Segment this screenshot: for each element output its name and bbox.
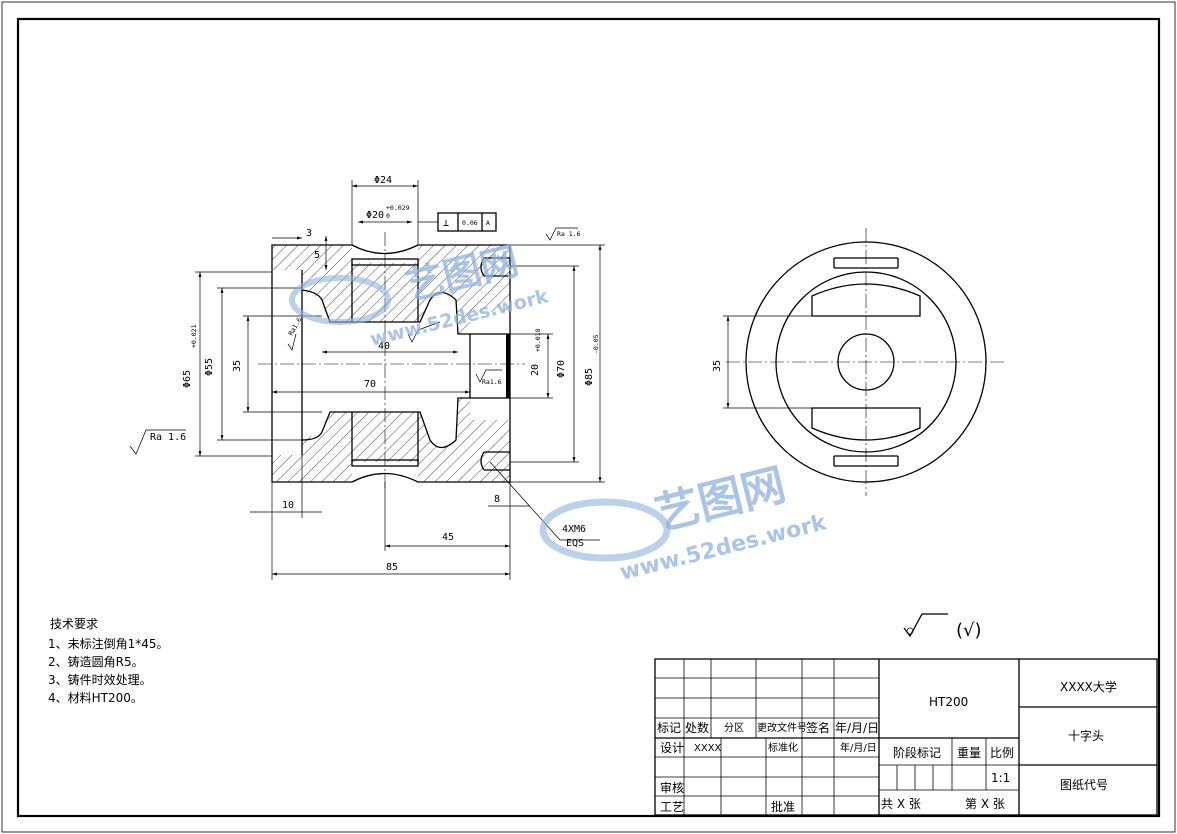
dim-70-len: 70 (364, 379, 376, 390)
svg-text:设计: 设计 (660, 741, 684, 755)
svg-text:1、未标注倒角1*45。: 1、未标注倒角1*45。 (48, 636, 169, 651)
dim-d70: Φ70 (556, 360, 567, 378)
tech-title: 技术要求 (50, 617, 98, 631)
svg-text:图纸代号: 图纸代号 (1060, 778, 1108, 792)
title-block: 标记 处数 分区 更改文件号 签名 年/月/日 设计 XXXX 标准化 年/月/… (654, 658, 1158, 816)
svg-text:2、铸造圆角R5。: 2、铸造圆角R5。 (48, 654, 144, 669)
svg-text:Ra1.6: Ra1.6 (482, 378, 502, 386)
svg-text:1:1: 1:1 (991, 771, 1010, 785)
svg-text:签名: 签名 (806, 720, 830, 735)
school-name: XXXX大学 (1060, 679, 1117, 694)
inner-border (16, 17, 1161, 818)
dim-d20: Φ20 (366, 210, 384, 221)
section-dimensions: Φ24 Φ20 +0.029 0 3 5 Φ65 +0.021 Φ55 35 4… (182, 175, 605, 580)
svg-text:标准化: 标准化 (768, 741, 798, 754)
svg-text:0: 0 (386, 212, 390, 220)
dim-d55: Φ55 (204, 358, 215, 376)
dim-d85: Φ85 (584, 368, 595, 386)
watermark-bottom: 艺图网 www.52des.work (539, 459, 830, 586)
svg-text:XXXX: XXXX (694, 743, 722, 754)
svg-text:4、材料HT200。: 4、材料HT200。 (48, 691, 143, 705)
svg-text:阶段标记: 阶段标记 (893, 745, 941, 760)
svg-text:+0.018: +0.018 (534, 328, 542, 352)
part-name: 十字头 (1068, 728, 1104, 743)
dim-d65: Φ65 (182, 370, 193, 388)
svg-text:处数: 处数 (685, 720, 709, 735)
svg-text:年/月/日: 年/月/日 (835, 721, 879, 735)
dim-3: 3 (306, 228, 312, 239)
svg-text:⊥: ⊥ (443, 218, 449, 229)
general-roughness: (√) (903, 613, 982, 641)
svg-text:标记: 标记 (657, 721, 681, 735)
svg-text:批准: 批准 (771, 799, 795, 814)
dim-d24: Φ24 (374, 175, 392, 186)
hatch-upper (272, 245, 510, 334)
dim-35-left: 35 (232, 360, 243, 372)
svg-text:0.06: 0.06 (462, 219, 478, 227)
svg-text:Ra1.6: Ra1.6 (287, 316, 304, 337)
dim-45: 45 (442, 532, 454, 543)
dim-8: 8 (494, 494, 500, 505)
pin-hole (351, 263, 419, 462)
dim-40: 40 (378, 341, 390, 352)
tech-requirements: 技术要求 1、未标注倒角1*45。 2、铸造圆角R5。 3、铸件时效处理。 4、… (48, 617, 169, 705)
section-view: Φ24 Φ20 +0.029 0 3 5 Φ65 +0.021 Φ55 35 4… (129, 175, 605, 580)
svg-text:+0.029: +0.029 (386, 204, 410, 212)
tolerance-frame: ⊥ 0.06 A (418, 212, 497, 232)
material-label: HT200 (929, 695, 968, 709)
end-view: 35 (712, 228, 1006, 496)
counterbore (470, 333, 510, 399)
svg-text:Ra 1.6: Ra 1.6 (557, 230, 581, 238)
svg-text:(√): (√) (956, 620, 982, 641)
svg-text:更改文件号: 更改文件号 (757, 721, 807, 734)
dim-10: 10 (282, 500, 294, 511)
svg-text:比例: 比例 (990, 746, 1014, 760)
svg-text:年/月/日: 年/月/日 (840, 741, 877, 754)
svg-text:A: A (486, 219, 490, 227)
svg-text:第 X 张: 第 X 张 (965, 797, 1005, 811)
svg-text:工艺: 工艺 (660, 800, 684, 814)
dim-35-right: 35 (712, 360, 723, 372)
svg-text:重量: 重量 (957, 746, 981, 760)
svg-text:共 X 张: 共 X 张 (881, 797, 921, 811)
ra-left: Ra 1.6 (150, 432, 186, 443)
dim-85-len: 85 (386, 562, 398, 573)
svg-text:-0.05: -0.05 (592, 334, 600, 354)
svg-text:审核: 审核 (660, 780, 684, 795)
dim-5: 5 (314, 250, 320, 261)
svg-text:EQS: EQS (566, 538, 584, 549)
svg-text:分区: 分区 (724, 722, 744, 734)
hatch-lower (272, 398, 510, 482)
svg-text:+0.021: +0.021 (190, 324, 198, 348)
dim-20-right: 20 (530, 364, 541, 376)
svg-text:3、铸件时效处理。: 3、铸件时效处理。 (48, 672, 152, 687)
thread-callout: 4XM6 (562, 524, 586, 535)
